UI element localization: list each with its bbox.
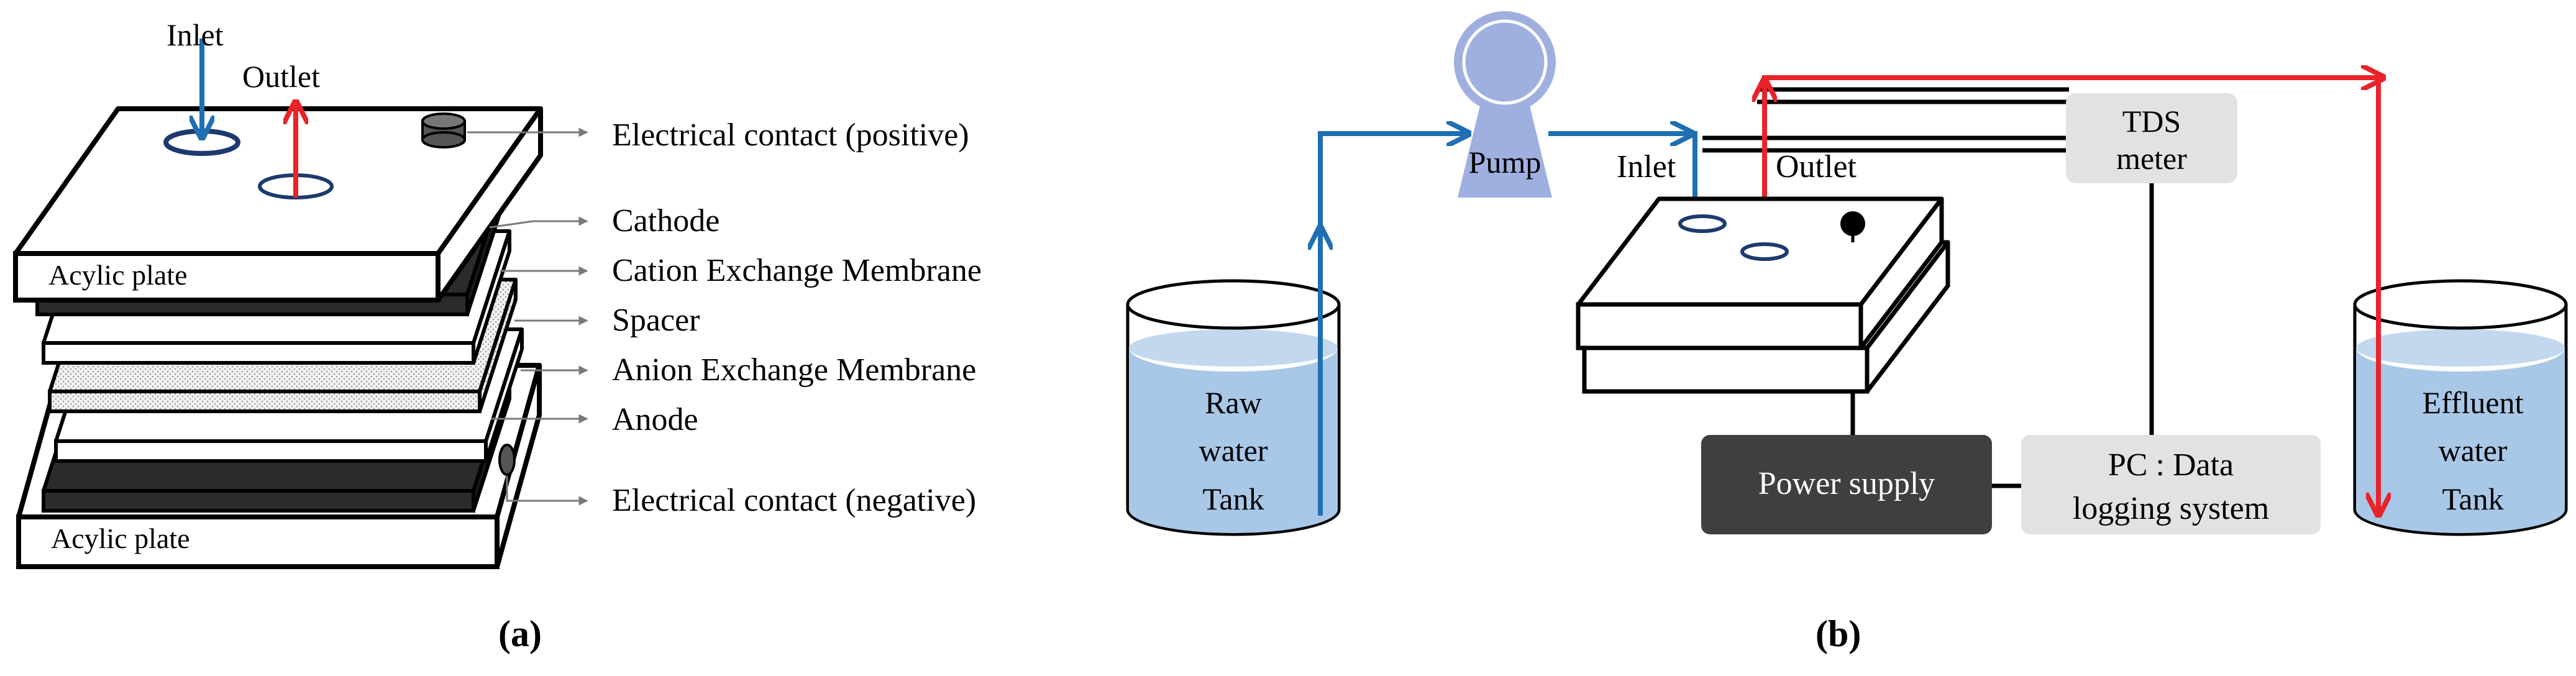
- effluent-tank-label-1: Effluent: [2423, 385, 2524, 420]
- label-cation-membrane: Cation Exchange Membrane: [612, 253, 982, 288]
- cell-outlet-label: Outlet: [1776, 149, 1857, 185]
- leader-lines: [467, 127, 588, 506]
- raw-tank-label-1: Raw: [1205, 385, 1262, 420]
- panel-a: Acylic plate: [13, 17, 982, 654]
- label-spacer: Spacer: [612, 303, 700, 338]
- raw-tank-label-3: Tank: [1202, 482, 1264, 516]
- tds-label-2: meter: [2116, 141, 2187, 176]
- power-supply-box: Power supply: [1701, 435, 1992, 534]
- pc-label-1: PC : Data: [2108, 447, 2234, 483]
- pump-icon: Pump: [1454, 11, 1556, 198]
- tds-sampling-lines: [1702, 87, 2069, 153]
- panel-b: Raw water Tank Effluent water Tank Pump: [1126, 11, 2568, 654]
- tds-meter: TDS meter: [2066, 93, 2237, 183]
- cell-outlet-port-icon: [1740, 242, 1789, 261]
- cell-inlet-port-icon: [1678, 214, 1727, 233]
- layer-labels: Electrical contact (positive) Cathode Ca…: [612, 117, 982, 518]
- outlet-label: Outlet: [242, 59, 320, 94]
- caption-b: (b): [1816, 613, 1861, 654]
- pc-logging-box: PC : Data logging system: [2021, 435, 2321, 534]
- label-contact-positive: Electrical contact (positive): [612, 117, 969, 153]
- negative-contact: [498, 444, 516, 476]
- cell-inlet-label: Inlet: [1617, 149, 1676, 185]
- top-acrylic-plate: Acylic plate: [13, 106, 543, 303]
- pc-label-2: logging system: [2073, 491, 2269, 526]
- inlet-label: Inlet: [167, 17, 224, 52]
- tds-label-1: TDS: [2122, 104, 2181, 139]
- caption-a: (a): [498, 613, 542, 654]
- raw-tank-label-2: water: [1199, 433, 1267, 468]
- effluent-tank-label-3: Tank: [2442, 482, 2503, 516]
- top-plate-label: Acylic plate: [48, 259, 188, 291]
- label-cathode: Cathode: [612, 203, 719, 239]
- power-supply-label: Power supply: [1758, 466, 1935, 501]
- effluent-tank-label-2: water: [2438, 433, 2507, 468]
- raw-water-tank: Raw water Tank: [1126, 279, 1341, 536]
- effluent-water-tank: Effluent water Tank: [2353, 279, 2568, 536]
- bottom-plate-label: Acylic plate: [51, 523, 190, 554]
- label-contact-negative: Electrical contact (negative): [612, 483, 976, 518]
- positive-contact-icon: [421, 112, 466, 148]
- pump-to-cell-line: [1548, 131, 1695, 217]
- ed-cell-stack: [1576, 196, 1950, 394]
- pump-label: Pump: [1469, 145, 1541, 180]
- inlet-flow-line: [1318, 134, 1466, 516]
- label-anode: Anode: [612, 402, 698, 437]
- label-anion-membrane: Anion Exchange Membrane: [612, 352, 976, 388]
